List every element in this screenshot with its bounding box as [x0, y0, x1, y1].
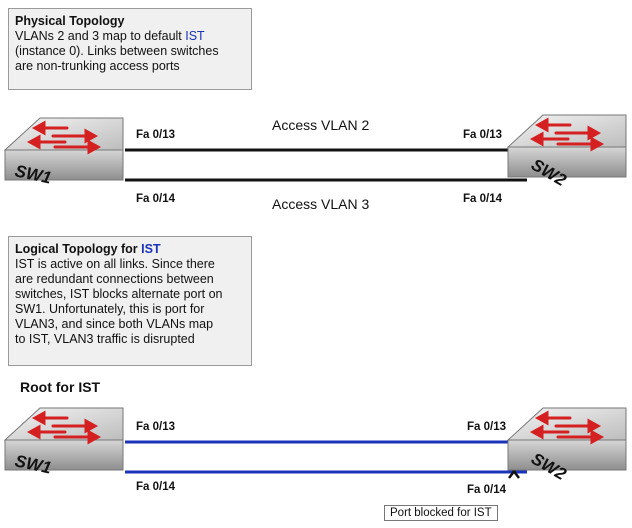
vlan3-label: Access VLAN 3: [272, 196, 370, 212]
logical-line: SW1. Unfortunately, this is port for: [15, 302, 205, 316]
port-label: Fa 0/13: [136, 129, 175, 141]
logical-line: VLAN3, and since both VLANs map: [15, 317, 214, 331]
port-label: Fa 0/13: [467, 421, 506, 433]
root-for-ist-label: Root for IST: [20, 379, 101, 395]
logical-line: IST is active on all links. Since there: [15, 257, 215, 271]
blocked-port-note: Port blocked for IST: [384, 505, 498, 521]
logical-ist-term: IST: [141, 242, 161, 256]
physical-line2: (instance 0). Links between switches: [15, 44, 219, 58]
vlan2-label: Access VLAN 2: [272, 117, 370, 133]
physical-topology-title: Physical Topology: [15, 14, 125, 28]
switch-sw2-bottom-icon: [506, 407, 627, 471]
port-label: Fa 0/14: [467, 484, 506, 496]
port-label: Fa 0/13: [136, 421, 175, 433]
physical-topology-note: Physical Topology VLANs 2 and 3 map to d…: [8, 8, 252, 90]
logical-title-prefix: Logical Topology for: [15, 242, 142, 256]
switch-sw2-top-icon: [506, 114, 627, 178]
port-label: Fa 0/14: [463, 193, 502, 205]
logical-topology-note: Logical Topology for IST IST is active o…: [8, 236, 252, 366]
logical-line: are redundant connections between: [15, 272, 214, 286]
logical-line: to IST, VLAN3 traffic is disrupted: [15, 332, 195, 346]
port-label: Fa 0/14: [136, 481, 175, 493]
switch-sw1-top-icon: [3, 117, 124, 181]
switch-sw1-bottom-icon: [3, 407, 124, 471]
port-label: Fa 0/14: [136, 193, 175, 205]
port-label: Fa 0/13: [463, 129, 502, 141]
physical-ist-term: IST: [185, 29, 205, 43]
physical-line1: VLANs 2 and 3 map to default: [15, 29, 186, 43]
logical-line: switches, IST blocks alternate port on: [15, 287, 223, 301]
physical-line3: are non-trunking access ports: [15, 59, 180, 73]
